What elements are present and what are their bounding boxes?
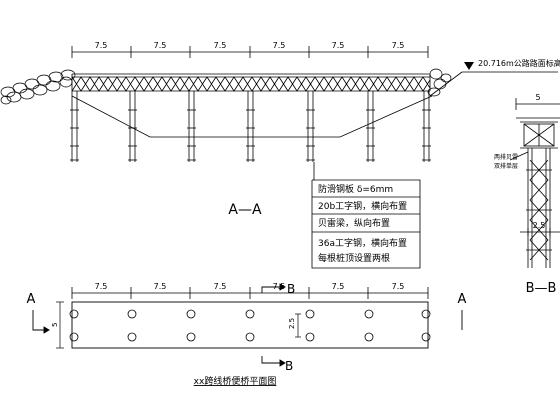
pile-4 <box>246 91 255 162</box>
elevation-dimension-line <box>71 46 429 58</box>
elevation-span-dim-3: 7.5 <box>214 41 227 50</box>
plan-title: xx跨线桥便桥平面图 <box>194 375 277 387</box>
elevation-span-dim-4: 7.5 <box>273 41 286 50</box>
plan-pile <box>186 332 196 342</box>
plan-pile <box>245 309 255 319</box>
section-bb-view: 5 2.5 两排贝雷 双排单层 B—B <box>494 93 560 296</box>
road-level-label: 20.716m公路路面标高 <box>478 58 560 68</box>
plan-width-dim: 5 <box>51 323 59 327</box>
pile-3 <box>187 91 196 162</box>
pile-6 <box>366 91 375 162</box>
plan-pile <box>127 332 137 342</box>
elevation-span-dim-6: 7.5 <box>392 41 405 50</box>
section-aa-title: A—A <box>228 202 262 218</box>
section-bb-note-line-1: 两排贝雷 <box>494 153 518 161</box>
legend-item-steel-plate: 防滑钢板 δ=6mm <box>318 183 393 195</box>
plan-cut-b-markers <box>261 283 286 367</box>
bailey-truss-deck <box>71 73 431 92</box>
plan-pile <box>186 309 196 319</box>
plan-span-dim-3: 7.5 <box>214 282 227 291</box>
plan-pile <box>364 309 374 319</box>
plan-pile <box>69 309 79 319</box>
plan-pile <box>245 332 255 342</box>
road-level-marker <box>464 62 474 70</box>
elevation-span-dim-5: 7.5 <box>332 41 345 50</box>
right-road-slope <box>429 71 463 97</box>
section-bb-spacing-dim: 2.5 <box>533 221 546 230</box>
plan-cut-b-bottom: B <box>285 359 293 373</box>
left-embankment-riprap <box>0 69 76 105</box>
plan-cut-a-left: A <box>27 292 36 307</box>
section-bb-width-dim: 5 <box>535 93 540 102</box>
plan-span-dim-6: 7.5 <box>392 282 405 291</box>
elevation-view: 7.5 7.5 7.5 7.5 7.5 7.5 <box>0 41 560 269</box>
plan-pile <box>305 309 315 319</box>
plan-pile-grid <box>69 309 431 342</box>
plan-view: 7.5 7.5 7.5 7.5 7.5 7.5 2.5 <box>27 282 467 387</box>
plan-dimension-line <box>71 287 429 299</box>
plan-span-dim-4: 7.5 <box>273 282 286 291</box>
pile-group <box>70 91 431 162</box>
section-bb-note-line-2: 双排单层 <box>494 162 518 170</box>
plan-pile <box>421 332 431 342</box>
plan-cut-b-top: B <box>287 282 295 296</box>
pile-2 <box>128 91 137 162</box>
section-bb-title: B—B <box>526 281 557 296</box>
pile-1 <box>70 91 79 162</box>
plan-pile <box>421 309 431 319</box>
plan-pile <box>69 332 79 342</box>
plan-span-dim-5: 7.5 <box>332 282 345 291</box>
legend-item-bailey-beam: 贝雷梁，纵向布置 <box>318 217 390 229</box>
pile-7 <box>422 91 431 162</box>
plan-pile <box>127 309 137 319</box>
legend-item-36a-beam: 36a工字钢，横向布置 <box>318 237 407 249</box>
plan-row-spacing-dim: 2.5 <box>288 318 296 329</box>
plan-deck-outline <box>71 301 429 349</box>
legend-item-pile-top: 每根桩顶设置两根 <box>318 252 390 264</box>
plan-span-dim-2: 7.5 <box>154 282 167 291</box>
elevation-span-dim-2: 7.5 <box>154 41 167 50</box>
plan-span-dim-1: 7.5 <box>95 282 108 291</box>
component-legend <box>311 162 421 269</box>
riverbed-line <box>71 95 433 138</box>
pile-5 <box>306 91 315 162</box>
elevation-span-dim-1: 7.5 <box>95 41 108 50</box>
plan-pile <box>364 332 374 342</box>
plan-pile <box>305 332 315 342</box>
plan-cut-a-right: A <box>458 292 467 307</box>
legend-item-20b-beam: 20b工字钢，横向布置 <box>318 200 407 212</box>
